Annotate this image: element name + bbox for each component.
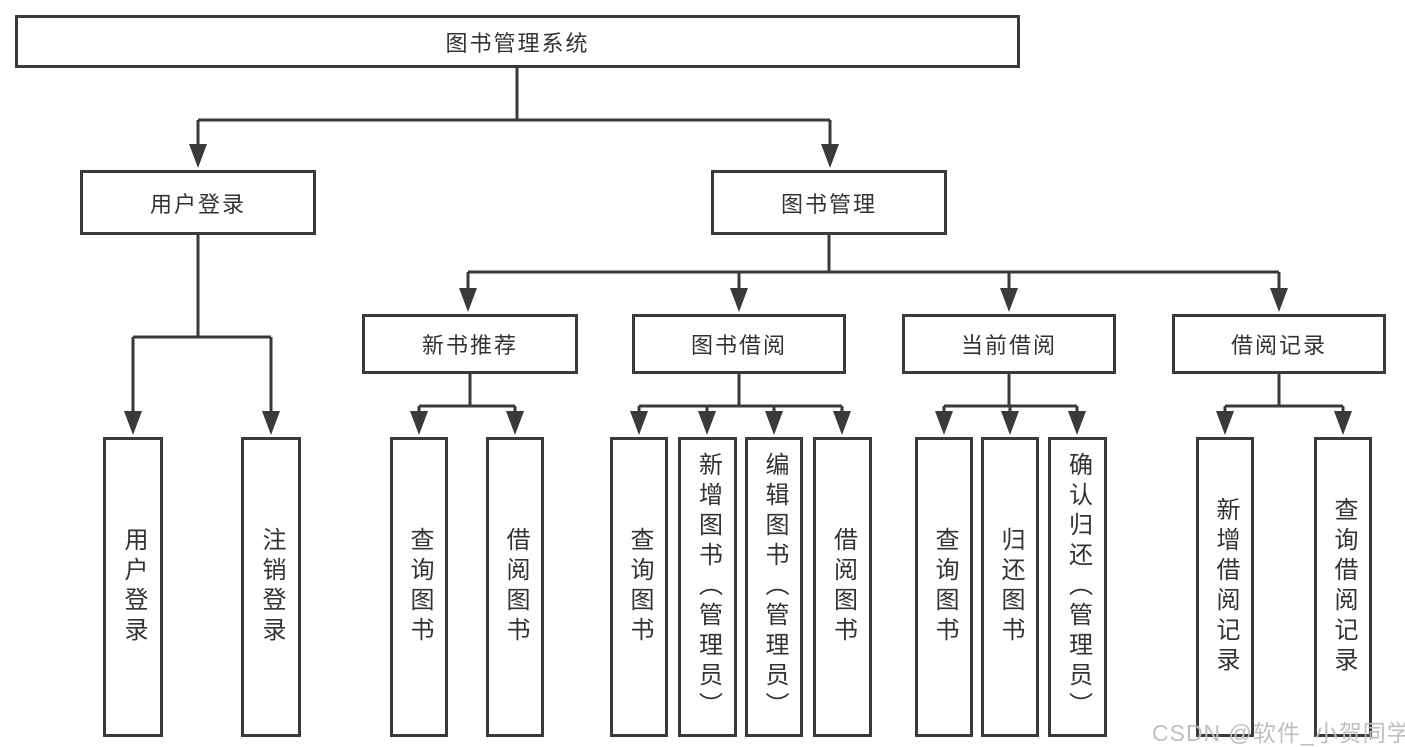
node-label: 用户登录 [120, 527, 147, 647]
node-label: 借阅图书 [829, 527, 857, 647]
arrowheads-current-borrowing-children [935, 411, 1086, 435]
node-new-book-recommendation: 新书推荐 [362, 314, 578, 374]
node-book-management: 图书管理 [711, 170, 947, 235]
node-label: 新书推荐 [421, 333, 518, 358]
node-label: 确认归还（管理员） [1064, 452, 1092, 722]
arrowheads-new-book-children [410, 411, 524, 435]
connector-current-borrowing-children [942, 374, 1079, 413]
node-label: 查询借阅记录 [1330, 497, 1357, 677]
node-label: 编辑图书（管理员） [761, 452, 788, 722]
leaf-add-borrow-record: 新增借阅记录 [1196, 437, 1254, 737]
node-label: 借阅图书 [502, 527, 529, 647]
csdn-watermark: CSDN @软件_小贺同学 [1152, 720, 1405, 746]
leaf-edit-book-admin: 编辑图书（管理员） [745, 437, 803, 737]
connector-book-borrowing-children [637, 374, 844, 413]
arrowheads-level3 [459, 288, 1288, 312]
node-label: 查询图书 [626, 527, 653, 647]
arrowheads-borrowing-records-children [1216, 411, 1352, 435]
node-label: 用户登录 [149, 191, 246, 217]
node-current-borrowing: 当前借阅 [902, 314, 1116, 374]
node-label: 图书借阅 [690, 333, 787, 358]
node-label: 新增借阅记录 [1212, 497, 1239, 677]
node-label: 借阅记录 [1230, 333, 1327, 358]
arrowheads-level2 [189, 144, 839, 168]
arrowheads-book-borrowing-children [630, 411, 851, 435]
leaf-query-books-borrowing: 查询图书 [610, 437, 668, 737]
node-book-borrowing: 图书借阅 [632, 314, 846, 374]
node-label: 注销登录 [258, 527, 285, 647]
leaf-borrow-books-recommend: 借阅图书 [486, 437, 544, 737]
connector-new-book-children [417, 374, 517, 413]
node-user-login: 用户登录 [80, 170, 316, 235]
node-label: 查询图书 [931, 527, 958, 647]
node-label: 查询图书 [406, 527, 433, 647]
connector-book-management-to-level3 [466, 235, 1281, 290]
node-label: 图书管理 [780, 191, 877, 217]
connector-borrowing-records-children [1223, 374, 1345, 413]
node-label: 新增图书（管理员） [694, 452, 722, 722]
leaf-user-login: 用户登录 [103, 437, 163, 737]
node-label: 当前借阅 [960, 333, 1057, 358]
leaf-query-books-current: 查询图书 [915, 437, 973, 737]
connector-root-to-level2 [196, 68, 832, 146]
connector-user-login-children [131, 235, 273, 413]
leaf-return-books: 归还图书 [981, 437, 1039, 737]
arrowheads-user-login-children [124, 411, 280, 435]
leaf-logout: 注销登录 [241, 437, 301, 737]
leaf-add-book-admin: 新增图书（管理员） [678, 437, 737, 737]
leaf-query-books-recommend: 查询图书 [390, 437, 448, 737]
node-library-management-system: 图书管理系统 [15, 15, 1020, 68]
leaf-query-borrow-record: 查询借阅记录 [1314, 437, 1372, 737]
node-borrowing-records: 借阅记录 [1172, 314, 1386, 374]
node-label: 图书管理系统 [445, 30, 590, 56]
node-label: 归还图书 [997, 527, 1024, 647]
leaf-confirm-return-admin: 确认归还（管理员） [1048, 437, 1107, 737]
leaf-borrow-books-borrowing: 借阅图书 [813, 437, 872, 737]
